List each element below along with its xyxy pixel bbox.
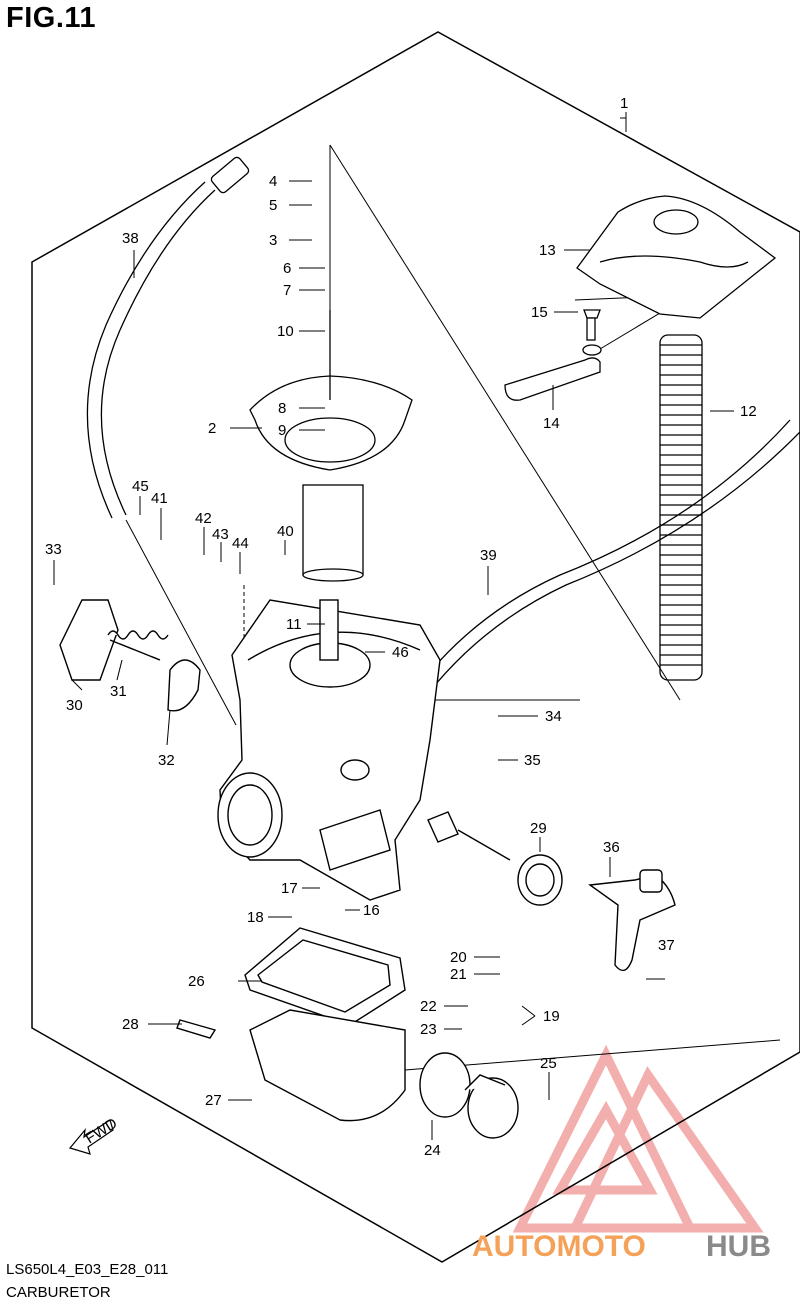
- callout-32: 32: [158, 752, 175, 769]
- callout-41: 41: [151, 490, 168, 507]
- callout-8: 8: [278, 400, 286, 417]
- callout-labels: 1 2 3 4 5 6 7 8 9 10 11 12 13 15 14 16 1…: [45, 95, 757, 1159]
- callout-21: 21: [450, 966, 467, 983]
- callout-38: 38: [122, 230, 139, 247]
- accelerator-pump: [59, 599, 201, 712]
- cables: [86, 156, 800, 719]
- callout-27: 27: [205, 1092, 222, 1109]
- callout-35: 35: [524, 752, 541, 769]
- float-bowl: [176, 927, 406, 1122]
- top-cover: [576, 195, 777, 319]
- callout-3: 3: [269, 232, 277, 249]
- callout-20: 20: [450, 949, 467, 966]
- callout-30: 30: [66, 697, 83, 714]
- callout-2: 2: [208, 420, 216, 437]
- callout-44: 44: [232, 535, 249, 552]
- callout-19: 19: [543, 1008, 560, 1025]
- callout-1: 1: [620, 95, 628, 112]
- callout-25: 25: [540, 1055, 557, 1072]
- fwd-arrow-icon: FWD: [68, 1115, 121, 1155]
- callout-23: 23: [420, 1021, 437, 1038]
- callout-34: 34: [545, 708, 562, 725]
- bracket: [504, 309, 602, 401]
- callout-leaders: [53, 117, 734, 1140]
- callout-16: 16: [363, 902, 380, 919]
- figure-code: LS650L4_E03_E28_011: [6, 1261, 169, 1278]
- watermark-logo: [512, 1044, 764, 1233]
- callout-5: 5: [269, 197, 277, 214]
- callout-29: 29: [530, 820, 547, 837]
- callout-33: 33: [45, 541, 62, 558]
- callout-17: 17: [281, 880, 298, 897]
- figure-title: FIG.11: [6, 2, 97, 34]
- callout-6: 6: [283, 260, 291, 277]
- watermark-text: AUTOMOTO HUB: [472, 1230, 771, 1263]
- callout-46: 46: [392, 644, 409, 661]
- watermark-text-b: HUB: [706, 1230, 771, 1263]
- callout-9: 9: [278, 422, 286, 439]
- callout-28: 28: [122, 1016, 139, 1033]
- choke-lever: [588, 869, 676, 972]
- choke-plunger: [427, 811, 563, 906]
- floats: [419, 1052, 519, 1139]
- callout-45: 45: [132, 478, 149, 495]
- callout-31: 31: [110, 683, 127, 700]
- callout-12: 12: [740, 403, 757, 420]
- spring: [659, 334, 703, 681]
- callout-14: 14: [543, 415, 560, 432]
- callout-13: 13: [539, 242, 556, 259]
- callout-4: 4: [269, 173, 277, 190]
- callout-22: 22: [420, 998, 437, 1015]
- callout-10: 10: [277, 323, 294, 340]
- callout-42: 42: [195, 510, 212, 527]
- callout-18: 18: [247, 909, 264, 926]
- assembly-boundary: [31, 31, 800, 1263]
- callout-39: 39: [480, 547, 497, 564]
- carburetor-body: [217, 599, 441, 901]
- callout-43: 43: [212, 526, 229, 543]
- figure-name: CARBURETOR: [6, 1284, 111, 1301]
- callout-15: 15: [531, 304, 548, 321]
- diaphragm-slide: [249, 310, 413, 582]
- callout-11: 11: [286, 616, 302, 633]
- fwd-label: FWD: [82, 1115, 120, 1148]
- callout-40: 40: [277, 523, 294, 540]
- watermark-text-a: AUTOMOTO: [472, 1230, 646, 1263]
- callout-36: 36: [603, 839, 620, 856]
- callout-26: 26: [188, 973, 205, 990]
- callout-24: 24: [424, 1142, 441, 1159]
- callout-37: 37: [658, 937, 675, 954]
- callout-7: 7: [283, 282, 291, 299]
